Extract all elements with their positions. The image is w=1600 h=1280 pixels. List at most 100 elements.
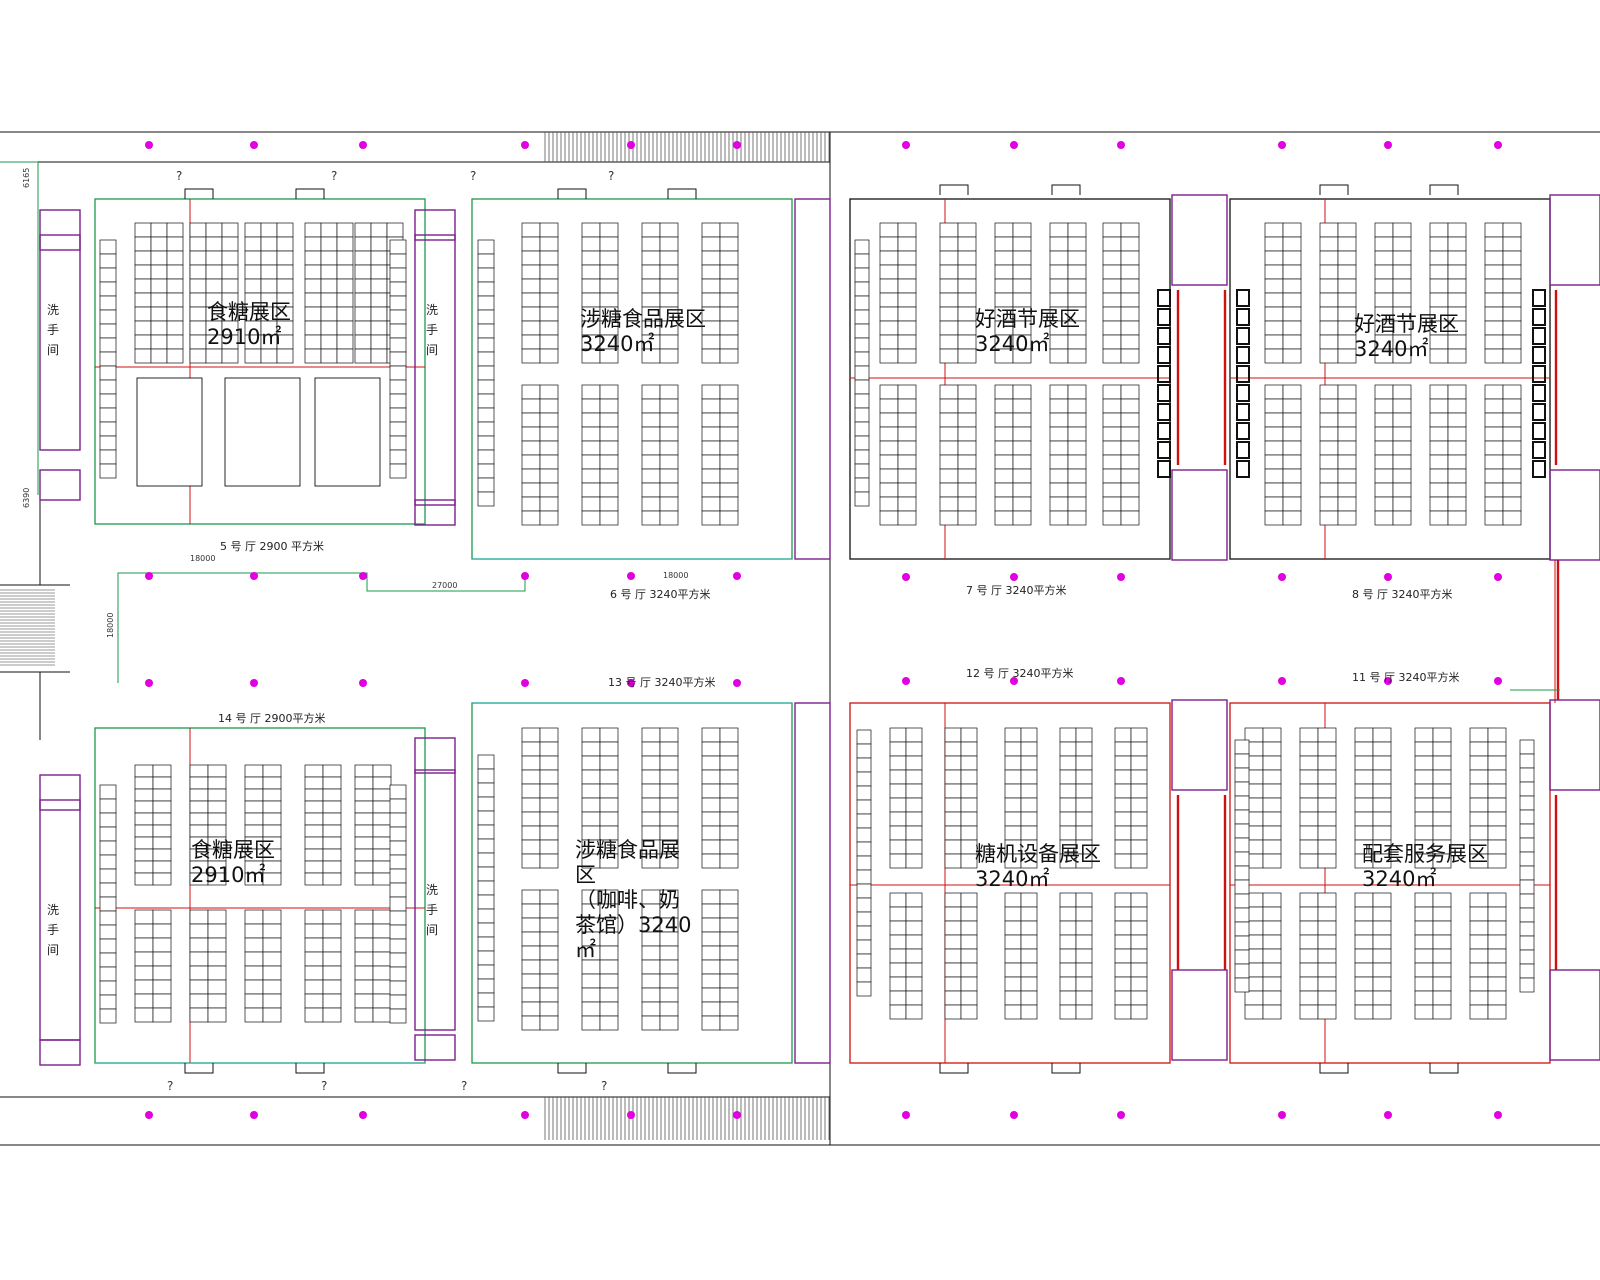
booth-cell [1372,906,1392,922]
booth-cell [320,250,338,266]
booth-cell [372,812,392,826]
booth-cell [1319,334,1339,350]
booth-cell [641,440,661,456]
booth-cell [905,797,923,813]
booth-cell [994,384,1014,400]
booth-cell [1067,496,1087,512]
booth-cell [1469,976,1489,992]
booth-cell [152,788,172,802]
booth-cell [166,292,184,308]
booth-cell [1114,934,1132,950]
booth-cell [581,755,601,771]
column-dot [1278,677,1286,685]
booth-cell [99,379,117,395]
booth-cell [719,783,739,799]
booth-cell [521,741,541,757]
booth-cell [1262,962,1282,978]
booth-cell [1519,893,1535,909]
booth-cell [939,398,959,414]
booth-cell [152,1007,172,1023]
booth-cell [389,379,407,395]
washroom-label: 洗手间 [425,303,438,357]
booth-cell [1414,934,1434,950]
booth-cell [1447,292,1467,308]
booth-cell [1264,468,1284,484]
booth-cell [1432,976,1452,992]
booth-cell [99,882,117,898]
column-dot [1278,1111,1286,1119]
booth-cell [1004,920,1022,936]
booth-cell [134,764,154,778]
column-dot [250,1111,258,1119]
booth-cell [889,755,907,771]
pillar-block [1532,403,1546,421]
column-dot [1494,141,1502,149]
booth-cell [354,951,374,967]
booth-cell [939,222,959,238]
booth-cell [1487,934,1507,950]
booth-cell [1374,236,1394,252]
booth-cell [1432,727,1452,743]
booth-cell [99,868,117,884]
booth-cell [1519,907,1535,923]
booth-cell [1317,741,1337,757]
booth-cell [1282,292,1302,308]
booth-cell [1354,948,1374,964]
booth-cell [539,384,559,400]
booth-cell [539,264,559,280]
booth-cell [1484,320,1504,336]
booth-cell [1447,496,1467,512]
booth-cell [1317,906,1337,922]
booth-cell [389,267,407,283]
booth-cell [322,800,342,814]
booth-cell [1282,496,1302,512]
booth-cell [1372,755,1392,771]
booth-cell [1447,222,1467,238]
booth-cell [322,951,342,967]
booth-cell [1374,278,1394,294]
booth-block [136,377,203,487]
booth-cell [1414,920,1434,936]
booth-cell [1469,934,1489,950]
booth-cell [134,965,154,981]
booth-cell [701,959,721,975]
booth-cell [641,741,661,757]
booth-cell [641,250,661,266]
booth-cell [189,788,209,802]
booth-cell [1337,264,1357,280]
booth-cell [389,896,407,912]
booth-cell [659,264,679,280]
booth-cell [581,811,601,827]
booth-cell [354,306,372,322]
booth-cell [521,811,541,827]
booth-cell [1262,839,1282,855]
booth-cell [1429,236,1449,252]
booth-cell [1372,825,1392,841]
booth-cell [189,222,207,238]
column-dot [1010,573,1018,581]
washroom-label: 洗手间 [425,883,438,937]
booth-cell [1234,823,1250,839]
booth-cell [1114,825,1132,841]
booth-cell [1234,963,1250,979]
booth-cell [1432,920,1452,936]
booth-cell [599,510,619,526]
booth-cell [1102,236,1122,252]
booth-cell [477,435,495,451]
booth-cell [1414,769,1434,785]
booth-cell [134,937,154,953]
booth-cell [1372,769,1392,785]
booth-cell [957,426,977,442]
booth-cell [389,463,407,479]
booth-cell [372,860,392,874]
booth-cell [1392,384,1412,400]
column-dot [733,572,741,580]
booth-cell [897,348,917,364]
booth-cell [1075,920,1093,936]
booth-cell [1484,426,1504,442]
pillar-block [1236,308,1250,326]
booth-cell [1392,222,1412,238]
booth-cell [207,909,227,925]
booth-cell [960,727,978,743]
booth-cell [320,278,338,294]
